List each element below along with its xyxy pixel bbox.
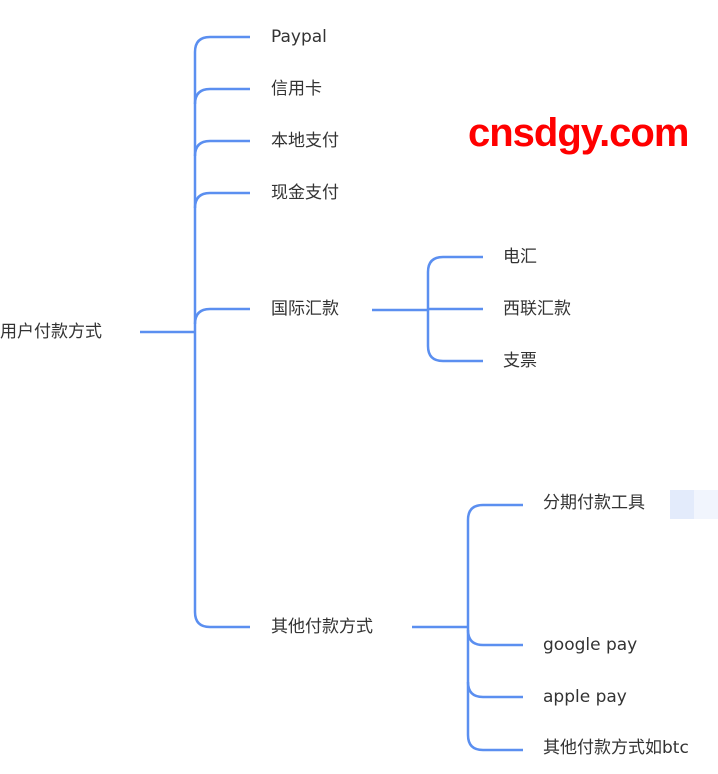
branch-line [466,681,523,699]
node-local-payment[interactable]: 本地支付 [271,131,339,151]
branch-line [193,87,250,105]
selection-highlight [670,490,718,519]
other-trunk [466,503,523,752]
root-node[interactable]: 用户付款方式 [0,322,102,342]
branch-line [193,307,250,325]
node-check[interactable]: 支票 [503,351,537,371]
node-credit-card[interactable]: 信用卡 [271,79,322,99]
node-installment-tools[interactable]: 分期付款工具 [543,493,645,513]
node-western-union[interactable]: 西联汇款 [503,299,571,319]
node-paypal[interactable]: Paypal [271,27,327,47]
node-cash-payment[interactable]: 现金支付 [271,183,339,203]
node-wire-transfer[interactable]: 电汇 [503,247,537,267]
node-apple-pay[interactable]: apple pay [543,687,627,707]
node-other-btc[interactable]: 其他付款方式如btc [543,738,689,758]
branch-line [193,191,250,209]
node-international-transfer[interactable]: 国际汇款 [271,299,339,319]
node-google-pay[interactable]: google pay [543,635,638,655]
watermark: cnsdgy.com [468,111,689,155]
node-other-payment[interactable]: 其他付款方式 [271,617,373,637]
branch-line [466,629,523,647]
trunk-top [193,35,250,629]
branch-line [193,139,250,157]
